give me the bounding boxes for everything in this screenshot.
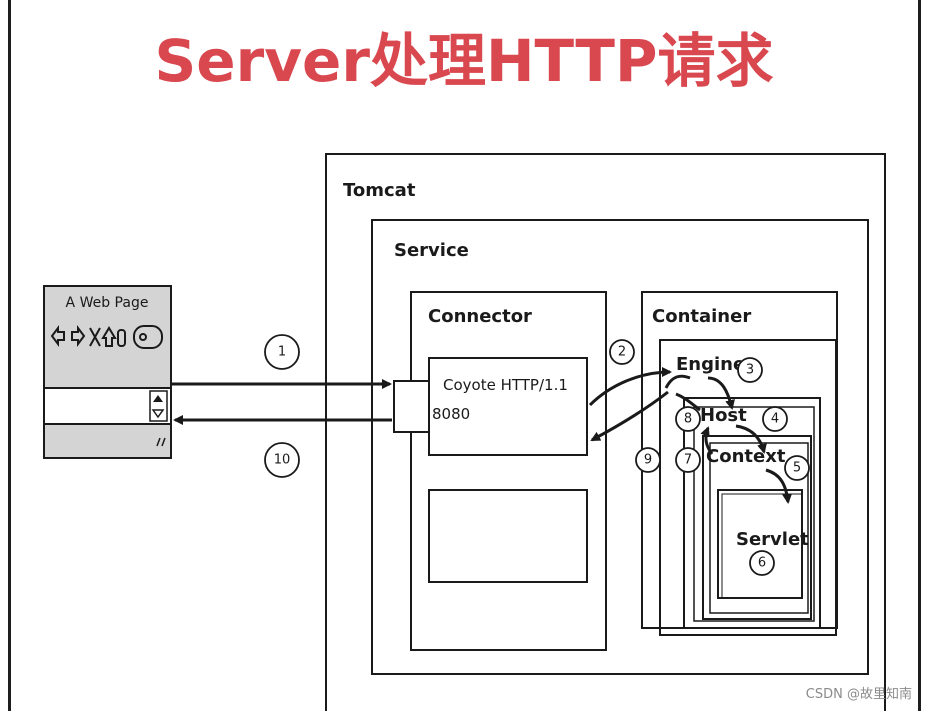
step-2-circle bbox=[609, 339, 635, 365]
step-6-circle bbox=[749, 550, 775, 576]
coyote-label: Coyote HTTP/1.1 bbox=[443, 376, 568, 394]
step-10-label: 10 bbox=[274, 453, 291, 468]
port-label: 8080 bbox=[432, 405, 470, 423]
search-icon bbox=[133, 325, 163, 349]
tomcat-box bbox=[325, 153, 886, 711]
browser-nav-icons bbox=[50, 325, 163, 349]
resize-grip-icon bbox=[156, 437, 166, 447]
context-label: Context bbox=[706, 446, 786, 467]
connector-secondary-box bbox=[428, 489, 588, 583]
step-1-label: 1 bbox=[278, 345, 286, 360]
service-label: Service bbox=[394, 240, 469, 261]
step-5-label: 5 bbox=[793, 461, 801, 476]
right-frame-border bbox=[918, 0, 921, 711]
context-box-inner bbox=[709, 442, 809, 614]
arrow-context-to-host bbox=[700, 426, 714, 455]
step-10-circle bbox=[264, 442, 300, 478]
host-box-inner bbox=[693, 406, 815, 622]
stop-x-icon bbox=[89, 327, 101, 347]
arrow-host-to-context bbox=[735, 424, 767, 454]
engine-box bbox=[659, 339, 837, 636]
refresh-icon bbox=[117, 329, 126, 347]
arrow-context-to-servlet bbox=[765, 468, 793, 504]
step-6-label: 6 bbox=[758, 556, 766, 571]
forward-arrow-icon bbox=[71, 325, 86, 347]
web-page-label: A Web Page bbox=[66, 295, 149, 311]
engine-label: Engine bbox=[676, 354, 745, 375]
watermark: CSDN @故里知南 bbox=[805, 687, 912, 702]
step-7-label: 7 bbox=[684, 453, 692, 468]
step-8-circle bbox=[675, 406, 701, 432]
left-frame-border bbox=[8, 0, 11, 711]
scroll-up-icon[interactable] bbox=[153, 395, 163, 402]
step-3-circle bbox=[737, 357, 763, 383]
host-label: Host bbox=[700, 405, 747, 426]
step-4-circle bbox=[762, 406, 788, 432]
arrow-engine-return-hook bbox=[664, 374, 691, 389]
step-4-label: 4 bbox=[771, 412, 779, 427]
step-1-circle bbox=[264, 334, 300, 370]
arrow-host-to-engine bbox=[675, 392, 701, 412]
scrollbar[interactable] bbox=[149, 390, 168, 422]
web-page-frame bbox=[43, 285, 172, 459]
step-7-circle bbox=[675, 447, 701, 473]
page-title: Server处理HTTP请求 bbox=[154, 27, 774, 95]
connector-port bbox=[393, 380, 430, 433]
tomcat-label: Tomcat bbox=[343, 180, 416, 201]
connector-label: Connector bbox=[428, 306, 532, 327]
step-9-label: 9 bbox=[644, 453, 652, 468]
step-5-circle bbox=[784, 455, 810, 481]
back-arrow-icon bbox=[50, 325, 65, 347]
host-box bbox=[683, 397, 821, 629]
arrow-engine-to-connector bbox=[590, 390, 669, 442]
step-9-circle bbox=[635, 447, 661, 473]
step-8-label: 8 bbox=[684, 412, 692, 427]
arrow-connector-to-engine bbox=[588, 367, 672, 407]
servlet-box-inner bbox=[721, 493, 803, 599]
web-page-widget: A Web Page bbox=[43, 285, 172, 459]
servlet-label: Servlet bbox=[736, 529, 809, 550]
search-lens-dot bbox=[139, 333, 147, 341]
step-2-label: 2 bbox=[618, 345, 626, 360]
connector-box bbox=[410, 291, 607, 651]
container-label: Container bbox=[652, 306, 751, 327]
service-box bbox=[371, 219, 869, 675]
arrow-engine-to-host bbox=[707, 376, 735, 410]
home-up-icon bbox=[101, 326, 117, 347]
scroll-down-icon[interactable] bbox=[151, 409, 165, 419]
step-3-label: 3 bbox=[746, 363, 754, 378]
